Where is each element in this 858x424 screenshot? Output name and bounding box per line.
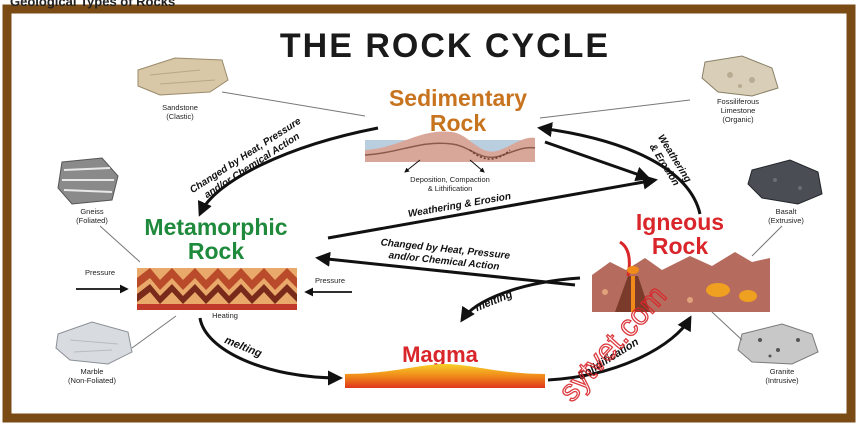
marble-type: (Non-Foliated) <box>68 376 116 385</box>
header-partial: Geological Types of Rocks <box>10 0 175 9</box>
lithification-caption: & Lithification <box>428 184 473 193</box>
basalt-name: Basalt <box>776 207 798 216</box>
heating-label: Heating <box>212 311 238 320</box>
metamorphic-subtitle: Rock <box>188 238 244 264</box>
magma-title: Magma <box>402 342 479 367</box>
basalt-type: (Extrusive) <box>768 216 804 225</box>
igneous-title: Igneous <box>636 209 724 235</box>
limestone-name: Fossiliferous <box>717 97 759 106</box>
deposition-caption: Deposition, Compaction <box>410 175 490 184</box>
diagram-title: THE ROCK CYCLE <box>280 27 610 65</box>
igneous-subtitle: Rock <box>652 233 708 259</box>
marble-name: Marble <box>81 367 104 376</box>
sandstone-type: (Clastic) <box>166 112 194 121</box>
granite-name: Granite <box>770 367 795 376</box>
gneiss-name: Gneiss <box>80 207 104 216</box>
sandstone-name: Sandstone <box>162 103 198 112</box>
limestone-name-2: Limestone <box>721 106 756 115</box>
sedimentary-title: Sedimentary <box>389 85 527 111</box>
pressure-label-right: Pressure <box>315 276 345 285</box>
metamorphic-title: Metamorphic <box>144 214 287 240</box>
metamorphic-illustration <box>137 268 297 310</box>
limestone-type: (Organic) <box>722 115 754 124</box>
gneiss-type: (Foliated) <box>76 216 108 225</box>
granite-type: (Intrusive) <box>765 376 799 385</box>
pressure-label-left: Pressure <box>85 268 115 277</box>
